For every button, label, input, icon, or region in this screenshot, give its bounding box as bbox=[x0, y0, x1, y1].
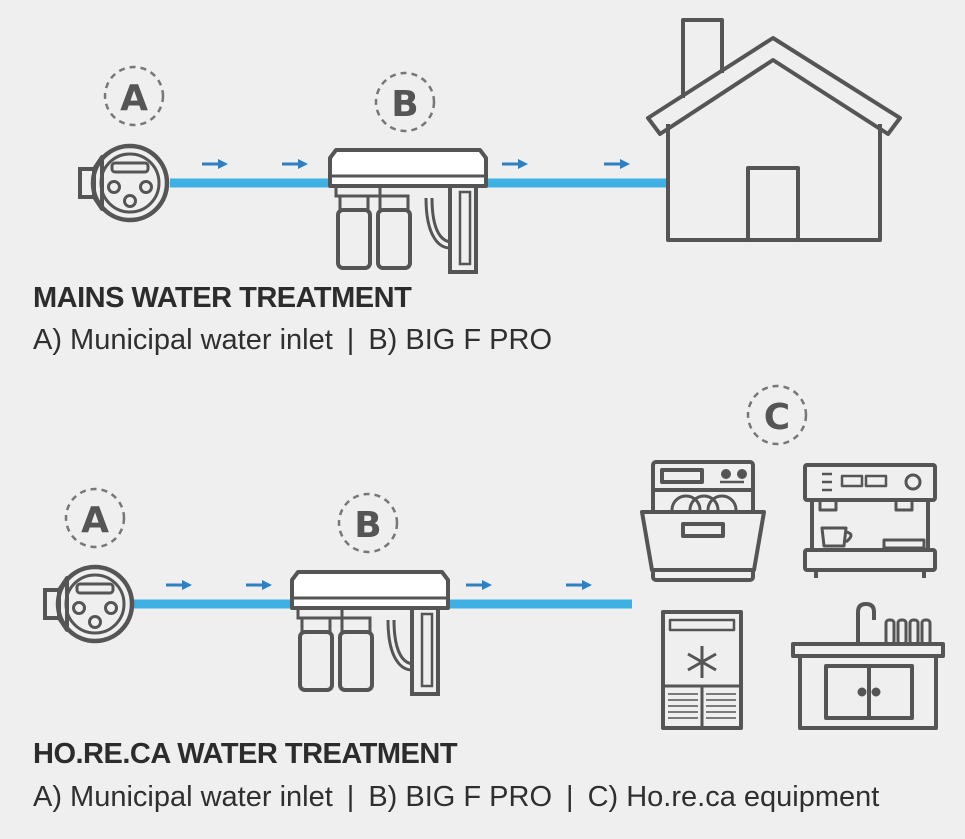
legend-item-municipal-inlet-1: A) Municipal water inlet bbox=[33, 324, 333, 356]
coffee-machine-icon bbox=[803, 463, 937, 578]
water-meter-icon-2 bbox=[45, 567, 132, 641]
freezer-icon bbox=[661, 610, 743, 730]
sink-icon bbox=[791, 602, 945, 730]
badge-b-1-letter: B bbox=[391, 84, 418, 125]
flow-arrow-5 bbox=[164, 578, 194, 592]
badge-b-2-letter: B bbox=[354, 505, 381, 546]
legend-item-horeca-equipment: C) Ho.re.ca equipment bbox=[587, 781, 880, 813]
section-2-title: HO.RE.CA WATER TREATMENT bbox=[33, 738, 458, 770]
filter-unit-icon-2 bbox=[290, 570, 450, 696]
badge-c-2: C bbox=[746, 384, 808, 446]
badge-b-2: B bbox=[337, 492, 399, 554]
badge-a-2: A bbox=[64, 487, 126, 549]
badge-b-1: B bbox=[374, 71, 436, 133]
legend-item-big-f-pro-1: B) BIG F PRO bbox=[368, 324, 553, 356]
legend-item-municipal-inlet-2: A) Municipal water inlet bbox=[33, 781, 333, 813]
section-1-title: MAINS WATER TREATMENT bbox=[33, 282, 412, 314]
legend-separator: | bbox=[346, 324, 355, 356]
badge-a-1: A bbox=[103, 65, 165, 127]
flow-arrow-2 bbox=[280, 157, 310, 171]
section-2-legend: A) Municipal water inlet | B) BIG F PRO | C)… bbox=[33, 781, 879, 814]
water-meter-icon bbox=[80, 146, 167, 220]
flow-arrow-1 bbox=[200, 157, 230, 171]
legend-separator: | bbox=[346, 781, 355, 813]
legend-item-big-f-pro-2: B) BIG F PRO bbox=[368, 781, 553, 813]
badge-c-2-letter: C bbox=[764, 397, 790, 438]
flow-arrow-6 bbox=[244, 578, 274, 592]
legend-separator: | bbox=[566, 781, 574, 813]
badge-a-1-letter: A bbox=[120, 78, 148, 119]
dishwasher-icon bbox=[640, 460, 766, 582]
flow-arrow-3 bbox=[500, 157, 530, 171]
flow-arrow-8 bbox=[564, 578, 594, 592]
section-1-legend: A) Municipal water inlet | B) BIG F PRO bbox=[33, 324, 552, 357]
house-icon bbox=[646, 18, 902, 242]
filter-unit-icon bbox=[328, 148, 488, 274]
flow-arrow-7 bbox=[464, 578, 494, 592]
flow-arrow-4 bbox=[602, 157, 632, 171]
badge-a-2-letter: A bbox=[81, 500, 109, 541]
